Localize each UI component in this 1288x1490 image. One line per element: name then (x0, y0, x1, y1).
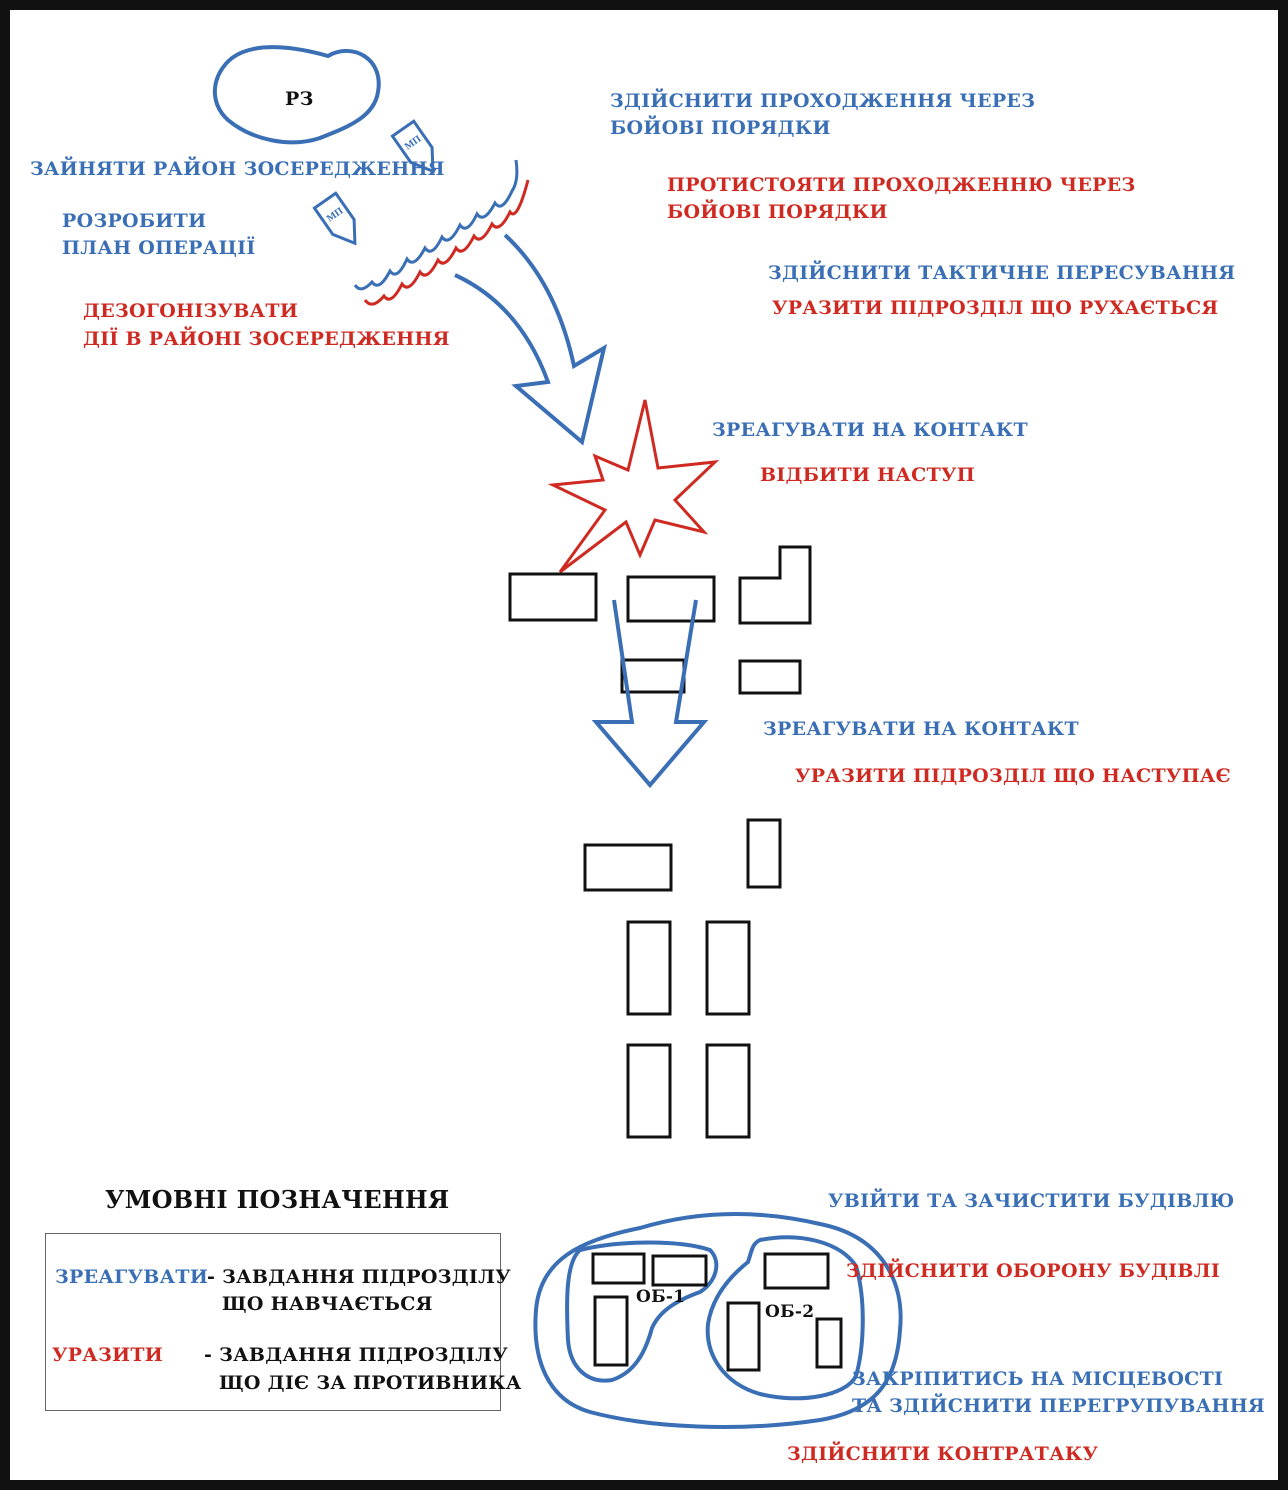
legend-desc-react-line2: ЩО НАВЧАЄТЬСЯ (222, 1293, 433, 1315)
task-strike-moving: УРАЗИТИ ПІДРОЗДІЛ ЩО РУХАЄТЬСЯ (772, 297, 1219, 319)
task-defend-building: ЗДІЙСНИТИ ОБОРОНУ БУДІВЛІ (846, 1260, 1221, 1282)
building (651, 1254, 708, 1287)
task-strike-advancing: УРАЗИТИ ПІДРОЗДІЛ ЩО НАСТУПАЄ (795, 765, 1232, 787)
building (815, 1317, 843, 1369)
task-disorganize-line2: ДІЇ В РАЙОНІ ЗОСЕРЕДЖЕННЯ (83, 328, 450, 350)
task-react-contact-1: ЗРЕАГУВАТИ НА КОНТАКТ (712, 419, 1028, 441)
passage-line-red (363, 179, 530, 306)
legend-key-react: ЗРЕАГУВАТИ (55, 1266, 209, 1288)
task-disorganize-line1: ДЕЗОГОНІЗУВАТИ (83, 300, 299, 322)
building (583, 843, 673, 892)
building (626, 1043, 672, 1139)
building (763, 1252, 830, 1290)
objective-ob1-area (565, 1240, 719, 1383)
unit-marker-icon: МП (312, 191, 357, 246)
task-develop-plan-line1: РОЗРОБИТИ (62, 210, 207, 232)
legend-box (45, 1233, 501, 1411)
task-react-contact-2: ЗРЕАГУВАТИ НА КОНТАКТ (763, 718, 1079, 740)
legend-key-strike: УРАЗИТИ (52, 1344, 164, 1366)
legend-title: УМОВНІ ПОЗНАЧЕННЯ (105, 1185, 450, 1214)
objective-ob2-label: ОБ-2 (765, 1302, 815, 1322)
building (626, 920, 672, 1016)
task-consolidate-line1: ЗАКРІПИТИСЬ НА МІСЦЕВОСТІ (852, 1368, 1224, 1390)
passage-line-blue (353, 159, 519, 291)
task-pass-through-line2: БОЙОВІ ПОРЯДКИ (610, 117, 831, 139)
legend-desc-react-line1: - ЗАВДАННЯ ПІДРОЗДІЛУ (207, 1266, 511, 1288)
task-occupy-area: ЗАЙНЯТИ РАЙОН ЗОСЕРЕДЖЕННЯ (30, 158, 445, 180)
building (746, 818, 782, 889)
building (705, 1043, 751, 1139)
objective-area-outer (533, 1212, 903, 1429)
legend-desc-strike-line1: - ЗАВДАННЯ ПІДРОЗДІЛУ (204, 1344, 508, 1366)
task-enter-clear: УВІЙТИ ТА ЗАЧИСТИТИ БУДІВЛЮ (828, 1190, 1235, 1212)
task-counterattack: ЗДІЙСНИТИ КОНТРАТАКУ (787, 1443, 1099, 1465)
building (620, 658, 686, 694)
task-consolidate-line2: ТА ЗДІЙСНИТИ ПЕРЕГРУПУВАННЯ (852, 1395, 1266, 1417)
building (508, 572, 598, 622)
legend-desc-strike-line2: ЩО ДІЄ ЗА ПРОТИВНИКА (219, 1372, 522, 1394)
unit-marker-icon: МП (390, 119, 435, 174)
movement-arrow (454, 233, 608, 446)
task-repel-attack: ВІДБИТИ НАСТУП (760, 464, 975, 486)
concentration-area-shape (212, 45, 381, 145)
building (626, 575, 716, 623)
objective-ob2-area (705, 1235, 865, 1401)
building (593, 1295, 629, 1367)
objective-ob1-label: ОБ-1 (636, 1287, 686, 1307)
task-tactical-move: ЗДІЙСНИТИ ТАКТИЧНЕ ПЕРЕСУВАННЯ (768, 262, 1236, 284)
building (705, 920, 751, 1016)
building (738, 659, 802, 695)
task-pass-through-line1: ЗДІЙСНИТИ ПРОХОДЖЕННЯ ЧЕРЕЗ (610, 90, 1036, 112)
task-develop-plan-line2: ПЛАН ОПЕРАЦІЇ (62, 237, 256, 259)
building (738, 545, 812, 625)
task-counter-pass-line2: БОЙОВІ ПОРЯДКИ (667, 201, 888, 223)
advance-arrow (591, 599, 709, 789)
area-label-rz: РЗ (285, 88, 314, 110)
task-counter-pass-line1: ПРОТИСТОЯТИ ПРОХОДЖЕННЮ ЧЕРЕЗ (667, 174, 1136, 196)
building (726, 1301, 761, 1372)
contact-burst-icon (547, 399, 720, 574)
building (591, 1252, 646, 1285)
